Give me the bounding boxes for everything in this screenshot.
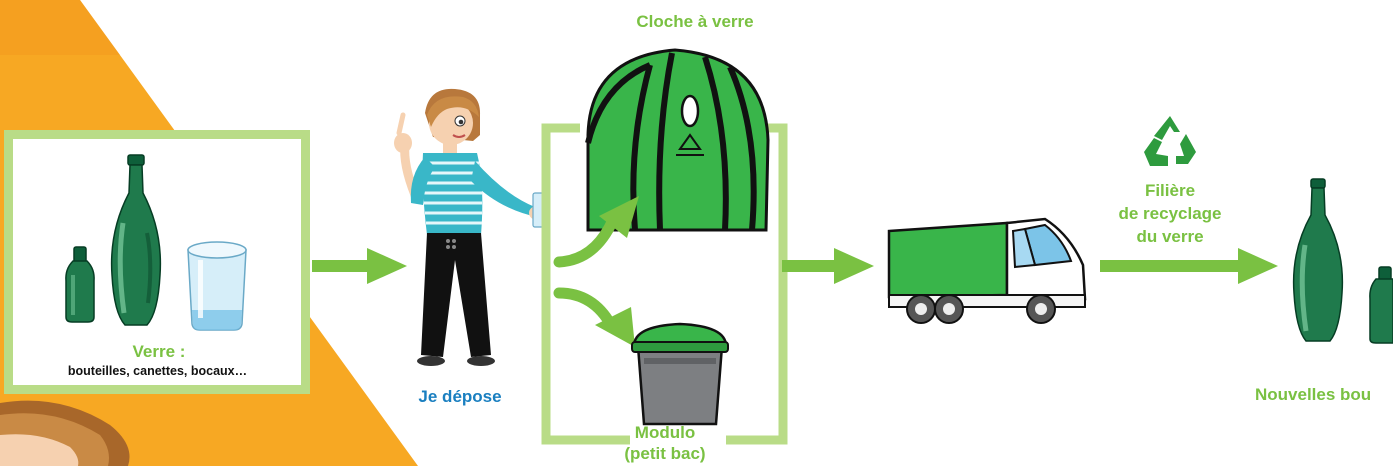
drinking-glass-icon xyxy=(187,241,247,331)
woman-face-partial xyxy=(0,400,130,466)
glass-bin-icon xyxy=(585,48,770,232)
arrow-icon xyxy=(782,248,874,284)
arrow-icon xyxy=(312,248,407,284)
large-bottle-icon xyxy=(110,154,162,326)
small-bin-icon xyxy=(631,322,729,426)
source-title: Verre : xyxy=(132,342,186,361)
recycle-icon xyxy=(1144,116,1196,166)
curved-arrow-down-icon xyxy=(553,287,635,347)
result-label: Nouvelles bou xyxy=(1255,385,1372,404)
new-bottles-icon xyxy=(1292,178,1393,344)
recycling-line1: Filière xyxy=(1144,181,1196,200)
arrow-icon xyxy=(1100,248,1278,284)
modulo-label-line2: (petit bac) xyxy=(624,444,706,463)
recycling-line3: du verre xyxy=(1136,227,1204,246)
person-label: Je dépose xyxy=(418,387,502,406)
bell-label: Cloche à verre xyxy=(636,12,754,31)
source-subtitle: bouteilles, canettes, bocaux… xyxy=(67,364,248,378)
modulo-label-line1: Modulo xyxy=(634,423,696,442)
small-bottle-icon xyxy=(65,246,95,323)
curved-arrow-up-icon xyxy=(553,196,639,268)
truck-icon xyxy=(887,217,1087,324)
person-illustration xyxy=(394,88,548,366)
recycling-line2: de recyclage xyxy=(1118,204,1222,223)
